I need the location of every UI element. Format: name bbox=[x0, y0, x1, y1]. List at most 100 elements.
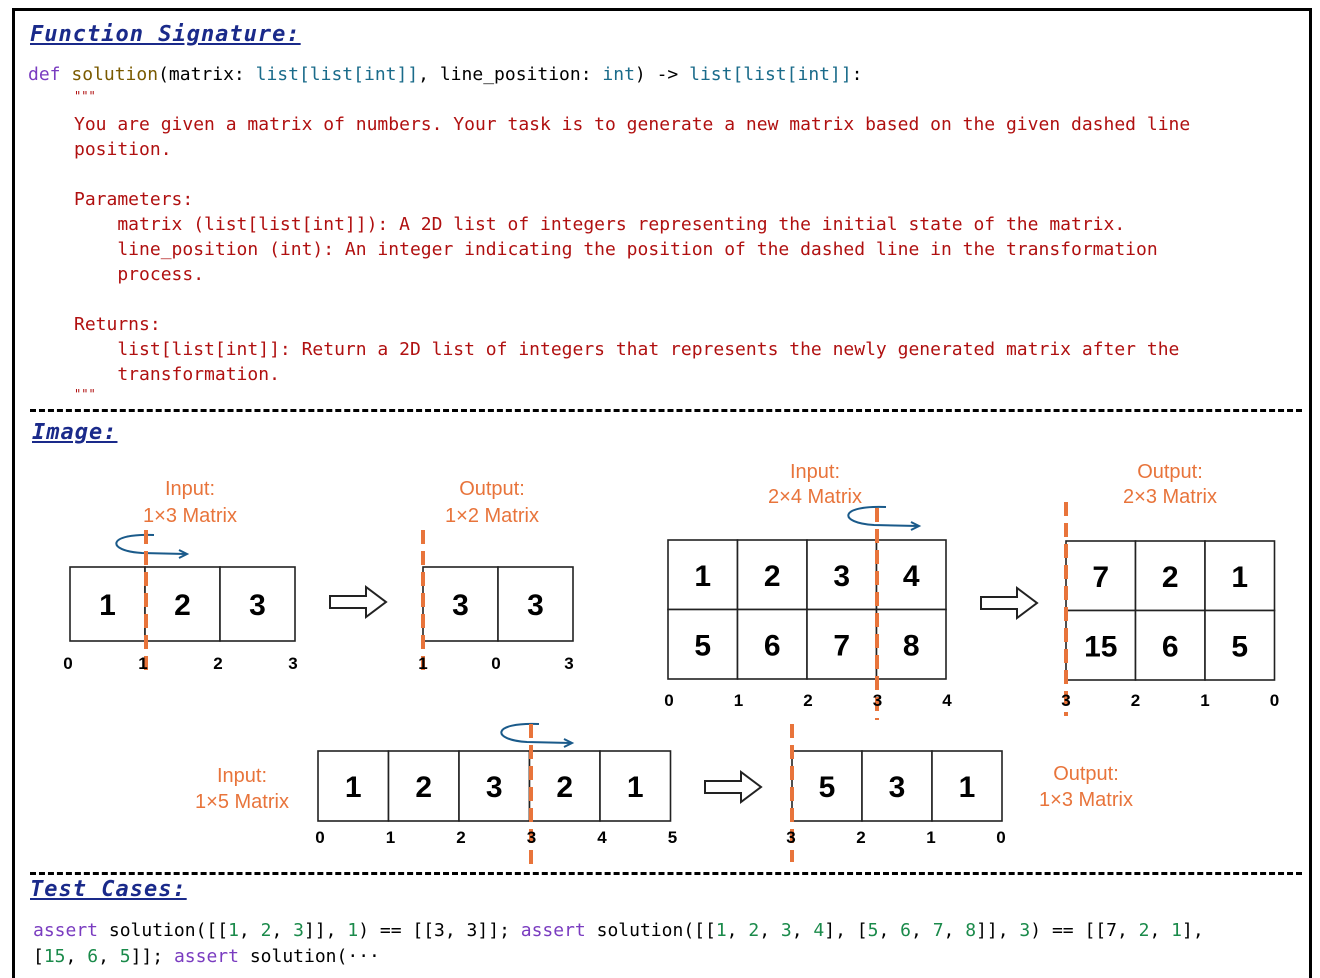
assert-keyword: assert bbox=[520, 920, 586, 941]
ex3-output-tick: 3 bbox=[786, 828, 795, 847]
code-text: [ bbox=[33, 946, 44, 967]
docstring-line: """ bbox=[74, 387, 96, 401]
return-arrow: ) -> bbox=[634, 64, 690, 85]
ex1-output-tick: 3 bbox=[564, 654, 573, 673]
code-text: solution([[ bbox=[585, 920, 716, 941]
docstring-line: """ bbox=[74, 89, 96, 103]
code-text: solution([[ bbox=[98, 920, 229, 941]
ex1-input-tick: 0 bbox=[63, 654, 72, 673]
rotate-arrow-head bbox=[910, 521, 922, 531]
rotate-arrow-head bbox=[563, 738, 575, 748]
number-literal: 15 bbox=[43, 946, 66, 967]
ex2-output-value: 6 bbox=[1162, 630, 1179, 663]
section-divider bbox=[30, 409, 1302, 412]
ex3-input-value: 2 bbox=[415, 771, 432, 804]
ex2-input-cell bbox=[875, 608, 947, 680]
ex1-input-cell bbox=[219, 566, 296, 642]
ex2-input-value: 2 bbox=[764, 560, 781, 593]
output-size-label: 1×2 Matrix bbox=[445, 505, 539, 527]
ex2-input-value: 6 bbox=[764, 629, 781, 662]
ex1-output-tick: 1 bbox=[418, 654, 427, 673]
ex3-input-value: 1 bbox=[345, 771, 362, 804]
ex2-input-value: 7 bbox=[833, 629, 850, 662]
assert-keyword: assert bbox=[33, 920, 99, 941]
ex3-output-tick: 2 bbox=[856, 828, 865, 847]
ex1-input-tick: 3 bbox=[288, 654, 297, 673]
ex3-input-value: 3 bbox=[486, 771, 503, 804]
code-text: ]]; bbox=[130, 946, 174, 967]
ex2-output-value: 5 bbox=[1231, 630, 1248, 663]
ex1-output-value: 3 bbox=[527, 589, 544, 622]
docstring-line: You are given a matrix of numbers. Your … bbox=[74, 114, 1191, 135]
output-size-label: 2×3 Matrix bbox=[1123, 486, 1217, 508]
ex2-input-tick: 1 bbox=[734, 691, 743, 710]
ex1-input-value: 1 bbox=[99, 589, 116, 622]
ex2-output-value: 2 bbox=[1162, 561, 1179, 594]
code-text: , bbox=[943, 920, 966, 941]
param-line-position: , line_position: bbox=[418, 64, 603, 85]
code-text: ]], bbox=[303, 920, 348, 941]
input-size-label: 2×4 Matrix bbox=[768, 486, 862, 508]
ex1-input-value: 2 bbox=[174, 589, 191, 622]
number-literal: 6 bbox=[87, 946, 99, 967]
code-text: , bbox=[65, 946, 88, 967]
code-text: ) == [[7, bbox=[1030, 920, 1139, 941]
ex2-input-cell bbox=[736, 608, 808, 680]
ex3-input-tick: 5 bbox=[668, 828, 677, 847]
ex2-output-cell bbox=[1134, 609, 1206, 681]
param-matrix: (matrix: bbox=[158, 64, 256, 85]
ex2-input-cell bbox=[806, 608, 878, 680]
function-signature-header: Function Signature: bbox=[30, 22, 301, 47]
ex2-input-value: 8 bbox=[903, 629, 920, 662]
ex2-input-value: 4 bbox=[903, 560, 920, 593]
param-matrix-type: list[list[int]] bbox=[255, 64, 419, 85]
code-text: , bbox=[1149, 920, 1172, 941]
param-line-position-type: int bbox=[602, 64, 635, 85]
ex1-input-value: 3 bbox=[249, 589, 266, 622]
ex1-output-cell bbox=[497, 566, 574, 642]
number-literal: 2 bbox=[260, 920, 272, 941]
ex3-output-value: 1 bbox=[959, 771, 976, 804]
output-label: Output: bbox=[459, 478, 525, 500]
test-line-1: assert solution([[1, 2, 3]], 1) == [[3, … bbox=[33, 918, 1204, 943]
output-label: Output: bbox=[1053, 763, 1119, 785]
code-text: , bbox=[271, 920, 294, 941]
ex2-input-tick: 0 bbox=[664, 691, 673, 710]
number-literal: 3 bbox=[1019, 920, 1031, 941]
ex1-input-tick: 1 bbox=[138, 654, 147, 673]
code-text: ], [ bbox=[824, 920, 868, 941]
number-literal: 6 bbox=[900, 920, 911, 941]
docstring-line: line_position (int): An integer indicati… bbox=[74, 239, 1158, 260]
ex2-input-value: 1 bbox=[694, 560, 711, 593]
transform-arrow bbox=[329, 585, 388, 619]
ex2-input-tick: 4 bbox=[942, 691, 952, 710]
function-name: solution bbox=[71, 64, 159, 85]
ex2-output-cell bbox=[1204, 609, 1276, 681]
input-label: Input: bbox=[790, 461, 840, 483]
input-size-label: 1×5 Matrix bbox=[195, 791, 289, 813]
output-size-label: 1×3 Matrix bbox=[1039, 789, 1133, 811]
ex2-output-cell bbox=[1065, 540, 1137, 612]
number-literal: 1 bbox=[228, 920, 239, 941]
code-text: solution(··· bbox=[238, 946, 380, 967]
return-type: list[list[int]] bbox=[689, 64, 852, 85]
code-text: ], bbox=[1182, 920, 1204, 941]
rotate-arrow bbox=[500, 722, 572, 744]
ex3-input-cell bbox=[528, 750, 601, 822]
number-literal: 3 bbox=[780, 920, 792, 941]
code-text: ]], bbox=[976, 920, 1020, 941]
number-literal: 2 bbox=[748, 920, 760, 941]
ex2-input-value: 3 bbox=[833, 560, 850, 593]
number-literal: 1 bbox=[347, 920, 359, 941]
ex1-output-value: 3 bbox=[452, 589, 469, 622]
ex2-output-cell bbox=[1204, 540, 1276, 612]
docstring: """ You are given a matrix of numbers. Yo… bbox=[74, 87, 1190, 405]
ex2-output-tick: 2 bbox=[1131, 691, 1140, 710]
ex2-output-tick: 3 bbox=[1061, 691, 1070, 710]
code-text: , bbox=[98, 946, 120, 967]
ex3-input-value: 2 bbox=[556, 771, 573, 804]
ex3-input-cell bbox=[387, 750, 460, 822]
code-text: , bbox=[759, 920, 781, 941]
rotate-arrow-head bbox=[178, 549, 190, 559]
